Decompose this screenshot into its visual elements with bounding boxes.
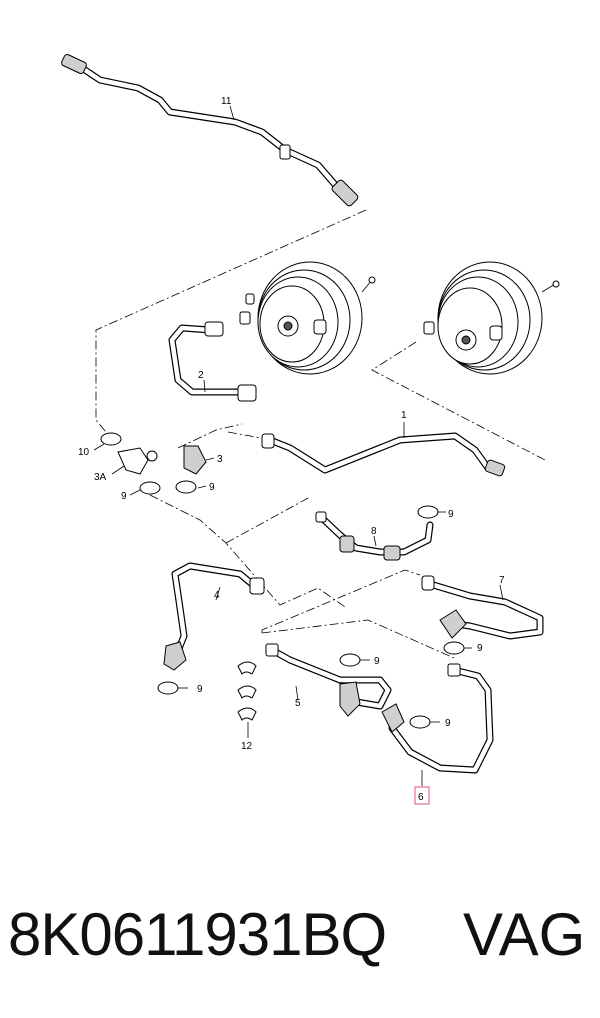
label-3: 3 [217, 454, 223, 465]
pipe-11 [61, 53, 359, 207]
label-6: 6 [418, 792, 424, 803]
label-9b: 9 [209, 482, 215, 493]
footer: 8K0611931BQ VAG [0, 895, 600, 985]
brake-booster-left [239, 261, 376, 375]
hose-7 [421, 575, 544, 655]
label-2: 2 [198, 370, 204, 381]
brake-booster-right [423, 261, 560, 375]
label-9g: 9 [445, 718, 451, 729]
callout-labels: 11 2 1 10 3 3A 9 9 9 8 7 4 9 9 9 5 9 12 … [78, 96, 505, 803]
part-number: 8K0611931BQ [8, 901, 387, 968]
hose-6 [381, 663, 494, 805]
label-7: 7 [499, 575, 505, 586]
label-4: 4 [214, 590, 220, 601]
label-10: 10 [78, 447, 90, 458]
clips-12 [237, 661, 257, 738]
pipe-1 [261, 422, 506, 477]
label-9d: 9 [477, 643, 483, 654]
parts-diagram: 11 2 1 10 3 3A 9 9 9 8 7 4 9 9 9 5 9 12 … [61, 53, 560, 805]
leader-lines [95, 209, 546, 659]
label-1: 1 [401, 410, 407, 421]
hose-5 [265, 643, 392, 717]
label-11: 11 [221, 96, 232, 107]
label-12: 12 [241, 741, 253, 752]
label-9a: 9 [121, 491, 127, 502]
hose-2 [168, 321, 257, 402]
label-8: 8 [371, 526, 377, 537]
label-3a: 3A [94, 472, 107, 483]
label-9e: 9 [374, 656, 380, 667]
brand-label: VAG [463, 901, 586, 968]
part-6-highlight [414, 786, 430, 805]
label-9c: 9 [448, 509, 454, 520]
hose-4 [157, 562, 265, 695]
hose-8 [315, 505, 446, 561]
label-9f: 9 [197, 684, 203, 695]
fittings-upper-left [93, 432, 215, 496]
label-5: 5 [295, 698, 301, 709]
